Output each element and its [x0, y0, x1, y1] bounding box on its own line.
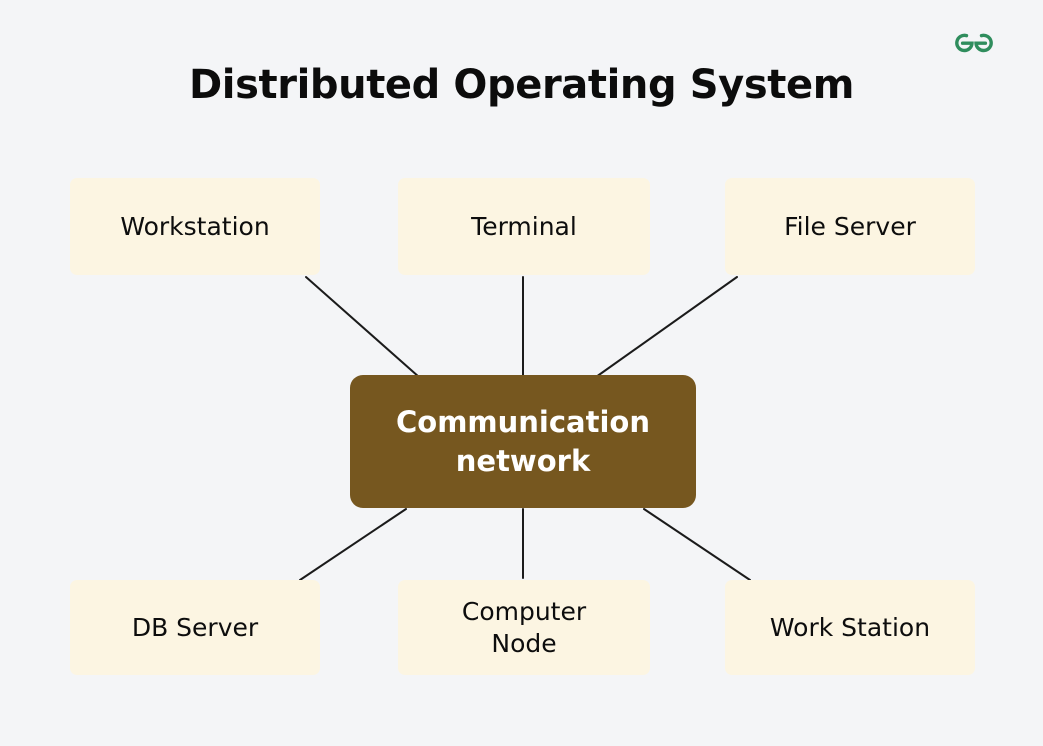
node-terminal[interactable]: Terminal — [398, 178, 650, 275]
node-communication-network[interactable]: Communication network — [350, 375, 696, 508]
node-communication-network-label: Communication network — [396, 403, 650, 480]
edge-workstation-to-hub — [305, 276, 420, 378]
node-db-server[interactable]: DB Server — [70, 580, 320, 675]
node-file-server-label: File Server — [784, 211, 916, 241]
node-terminal-label: Terminal — [471, 211, 577, 241]
node-computer-node-label: Computer Node — [462, 596, 586, 659]
node-computer-node[interactable]: Computer Node — [398, 580, 650, 675]
edge-file-server-to-hub — [595, 276, 738, 378]
edge-db-server-to-hub — [299, 508, 407, 581]
hub-label-line-2: network — [455, 443, 591, 478]
node-work-station[interactable]: Work Station — [725, 580, 975, 675]
page-title: Distributed Operating System — [189, 62, 854, 108]
node-db-server-label: DB Server — [131, 612, 259, 642]
computer-node-label-line-1: Computer — [461, 597, 587, 626]
node-workstation-label: Workstation — [120, 211, 270, 241]
geeksforgeeks-logo — [944, 26, 1004, 56]
node-workstation[interactable]: Workstation — [70, 178, 320, 275]
node-work-station-label: Work Station — [769, 612, 931, 642]
edge-work-station-to-hub — [643, 508, 751, 581]
hub-label-line-1: Communication — [395, 404, 650, 439]
computer-node-label-line-2: Node — [491, 628, 557, 658]
node-file-server[interactable]: File Server — [725, 178, 975, 275]
